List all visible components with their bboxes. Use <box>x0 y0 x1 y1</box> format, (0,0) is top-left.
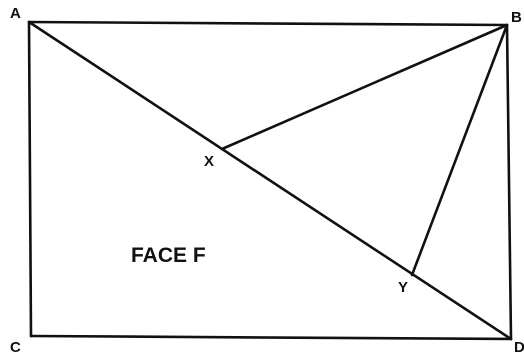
face-label: FACE F <box>131 244 206 267</box>
segment-bd <box>505 23 513 341</box>
vertex-label-d: D <box>514 339 524 356</box>
point-label-y: Y <box>398 279 408 296</box>
segment-by <box>410 23 509 277</box>
segment-ab <box>27 20 509 27</box>
vertex-label-b: B <box>511 9 522 26</box>
vertex-label-c: C <box>10 339 21 356</box>
segment-bx <box>220 23 509 151</box>
segment-ac <box>27 20 33 338</box>
vertex-label-a: A <box>10 5 21 22</box>
segment-cd <box>29 334 513 341</box>
point-label-x: X <box>204 153 214 170</box>
segment-ad <box>27 20 513 341</box>
